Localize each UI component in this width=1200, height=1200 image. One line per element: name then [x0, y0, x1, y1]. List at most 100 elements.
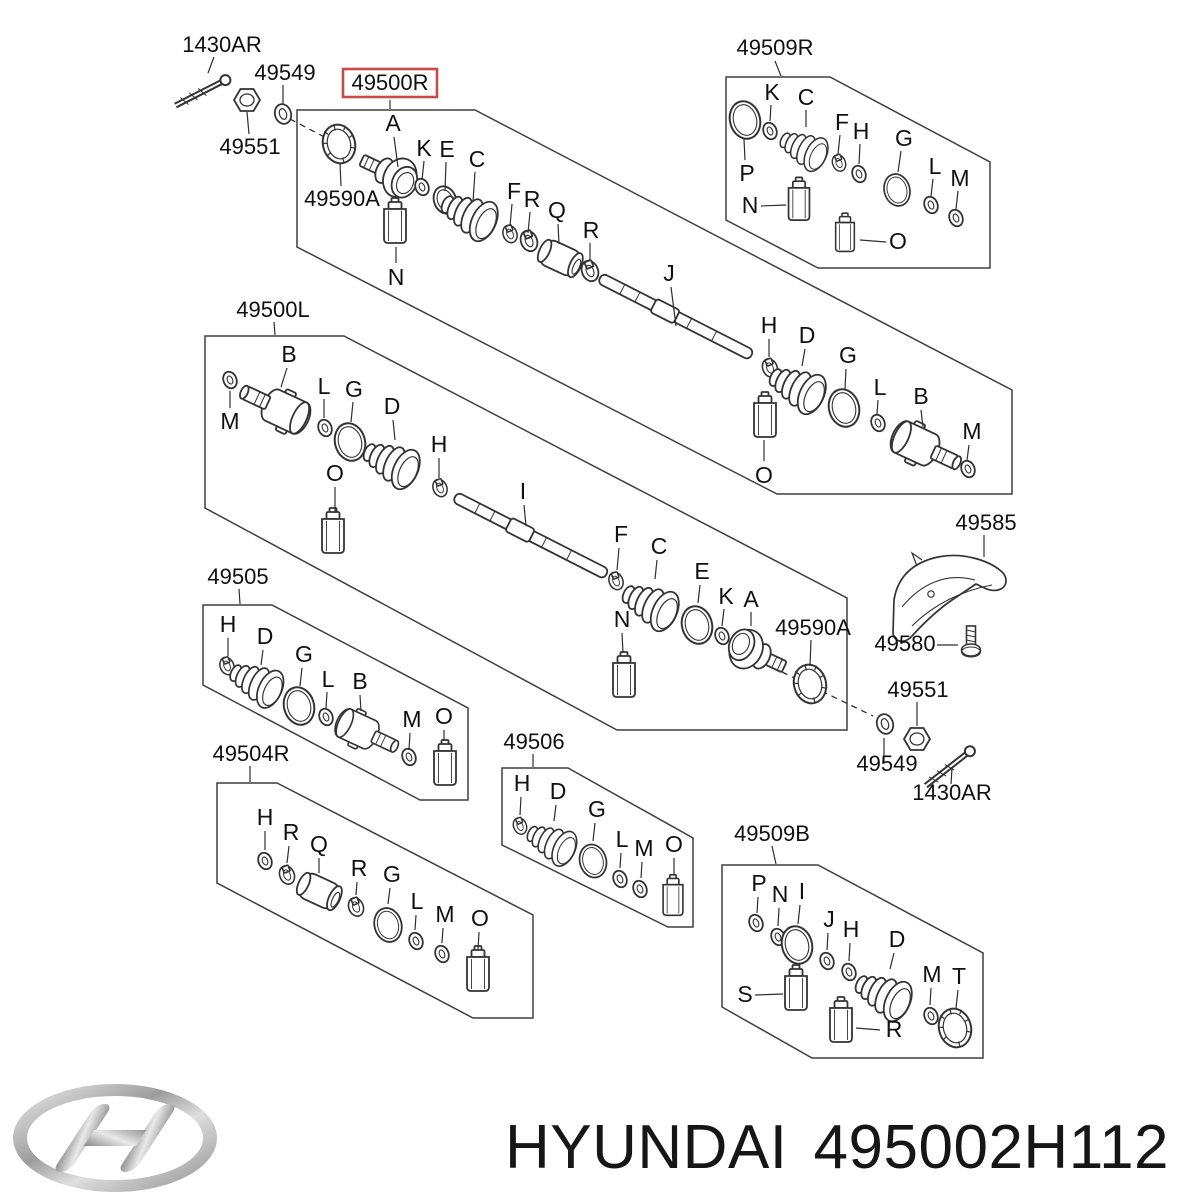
assembly-box-49500R — [296, 109, 1013, 495]
leader-line — [477, 931, 480, 951]
boot-clamp — [829, 152, 849, 174]
leader-line — [955, 989, 959, 1009]
letter-callout-D: D — [257, 623, 274, 649]
part-number-label-49500L: 49500L — [236, 297, 309, 322]
grease-tube — [433, 739, 457, 786]
letter-callout-I: I — [520, 478, 526, 504]
part-number-label-49504R: 49504R — [212, 741, 289, 766]
letter-callout-L: L — [411, 888, 424, 914]
letter-callout-H: H — [257, 804, 274, 830]
snap-ring — [867, 411, 889, 435]
letter-callout-L: L — [322, 666, 335, 692]
letter-callout-R: R — [583, 217, 600, 243]
leader-line — [392, 419, 396, 441]
part-number-label-49506: 49506 — [503, 729, 564, 754]
letter-callout-R: R — [351, 855, 368, 881]
grease-tube — [753, 391, 777, 438]
cv-boot — [773, 121, 834, 176]
part-number-label-49549: 49549 — [254, 60, 315, 85]
leader-line — [697, 584, 701, 604]
letter-callout-O: O — [889, 228, 907, 254]
snap-ring — [609, 867, 631, 891]
cv-boot — [519, 814, 583, 871]
cv-boot — [355, 430, 427, 495]
letter-callout-D: D — [384, 393, 401, 419]
leader-line — [592, 822, 596, 842]
leader-line — [855, 1027, 881, 1031]
snap-ring — [759, 119, 781, 143]
snap-ring — [254, 849, 276, 873]
boot-band — [879, 170, 915, 210]
assembly-box-49509B — [721, 864, 984, 1059]
letter-callout-N: N — [388, 264, 405, 290]
inner-cv-joint — [231, 370, 318, 442]
boot-clamp — [275, 862, 299, 888]
snap-ring — [745, 911, 767, 935]
boot-band — [575, 840, 611, 882]
leader-line — [280, 367, 288, 388]
letter-callout-S: S — [737, 981, 752, 1007]
leader-line — [837, 134, 841, 155]
washer — [271, 101, 295, 127]
tone-wheel — [788, 660, 832, 708]
leader-line — [858, 143, 861, 165]
snap-ring — [431, 942, 453, 966]
grease-tube — [784, 964, 808, 1011]
leader-line — [441, 927, 444, 944]
leader-line — [509, 203, 513, 227]
part-number-label-49580: 49580 — [874, 631, 935, 656]
leader-line — [519, 796, 522, 816]
letter-callout-P: P — [739, 160, 754, 186]
part-number-label-49551: 49551 — [887, 677, 948, 702]
leader-line — [654, 559, 658, 580]
leader-line — [421, 160, 425, 181]
part-number-label-49549: 49549 — [856, 751, 917, 776]
boot-clamp — [510, 815, 530, 837]
part-number-label-49590A: 49590A — [304, 186, 380, 211]
snap-ring — [838, 960, 860, 984]
washer — [873, 711, 897, 737]
letter-callout-B: B — [913, 383, 928, 409]
letter-callout-D: D — [799, 322, 816, 348]
leader-line — [359, 694, 362, 712]
letter-callout-C: C — [469, 146, 486, 172]
leader-line — [848, 942, 851, 962]
letter-callout-B: B — [281, 341, 296, 367]
leader-line — [966, 444, 970, 461]
leader-line — [774, 60, 782, 77]
leader-line — [619, 852, 622, 869]
letter-callout-M: M — [220, 408, 239, 434]
axle-shaft — [595, 270, 756, 363]
leader-line — [523, 504, 527, 527]
letter-callout-N: N — [772, 881, 789, 907]
brand-name: HYUNDAI — [505, 1113, 788, 1182]
dynamic-damper — [292, 868, 346, 914]
leader-line — [797, 904, 801, 925]
letter-callout-N: N — [742, 192, 759, 218]
leader-line — [743, 138, 746, 161]
assembly-box-49505 — [202, 604, 469, 801]
snap-ring — [816, 949, 838, 973]
grease-tube — [321, 507, 345, 554]
leader-line — [527, 211, 531, 234]
snap-ring — [405, 929, 427, 953]
grease-tube — [612, 651, 636, 698]
letter-callout-G: G — [345, 376, 363, 402]
part-number-label-49585: 49585 — [955, 510, 1016, 535]
boot-band — [676, 601, 718, 649]
part-number-label-49551: 49551 — [219, 134, 280, 159]
leader-line — [246, 111, 250, 135]
leader-line — [771, 845, 777, 865]
boot-clamp — [499, 222, 521, 246]
letter-callout-R: R — [524, 186, 541, 212]
boot-clamp — [516, 227, 542, 255]
leader-line — [756, 896, 759, 914]
grease-tube — [383, 197, 407, 244]
letter-callout-H: H — [761, 312, 778, 338]
leader-line — [889, 952, 895, 970]
boot-band — [278, 682, 320, 730]
assembly-box-49509R — [725, 76, 991, 269]
leader-line — [444, 161, 447, 192]
